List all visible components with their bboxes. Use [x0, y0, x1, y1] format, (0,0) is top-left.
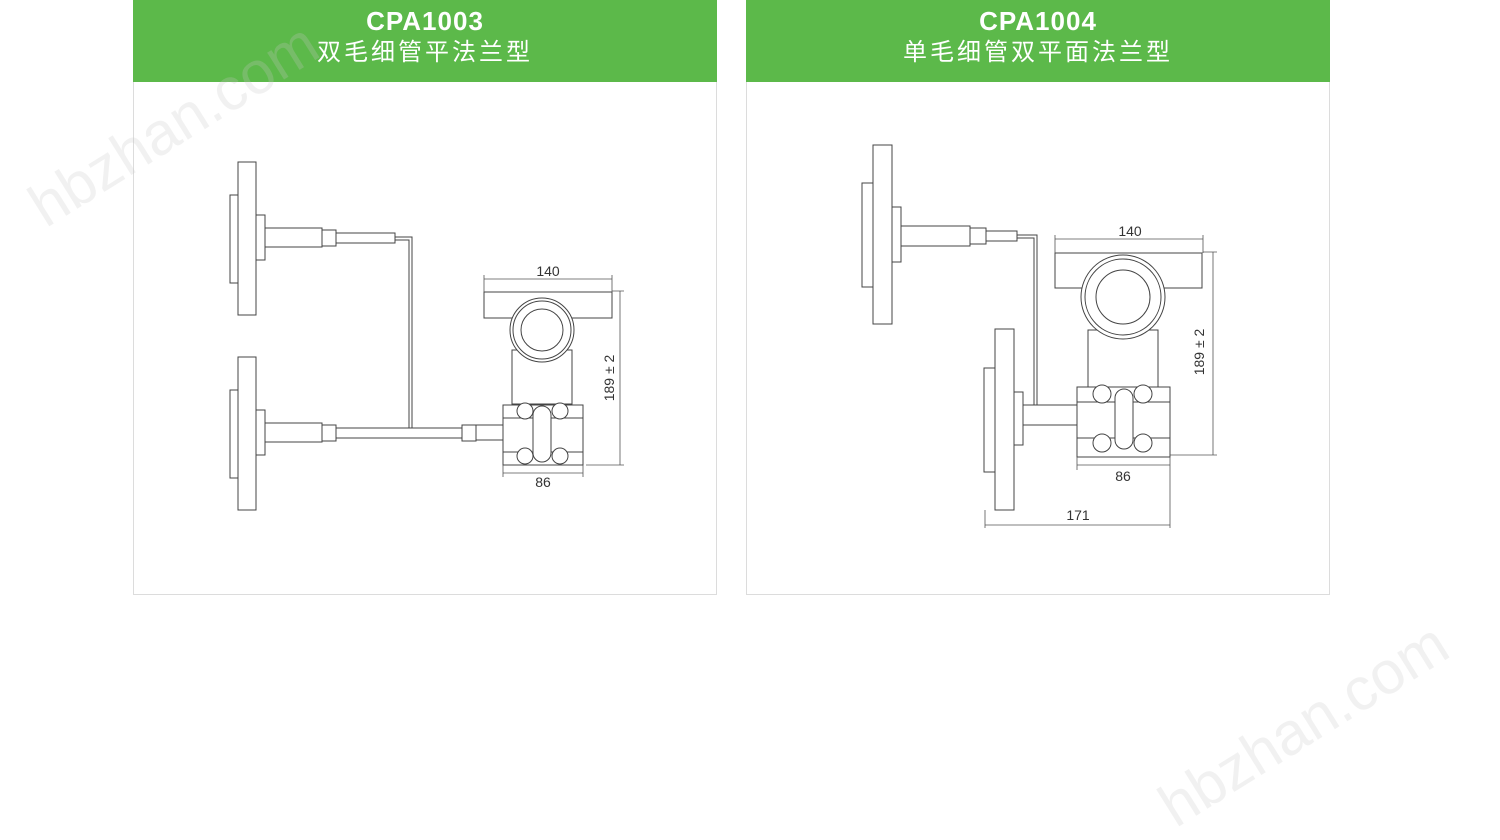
model-title: 单毛细管双平面法兰型 — [903, 38, 1173, 66]
dim-height: 189 ± 2 — [601, 354, 617, 401]
dim-overall: 171 — [1066, 507, 1090, 523]
panel-cpa1004: CPA1004 单毛细管双平面法兰型 — [746, 0, 1330, 595]
capillary-upper — [395, 236, 413, 430]
dimensions — [483, 275, 624, 477]
dim-width: 140 — [1118, 223, 1142, 239]
dim-flange: 86 — [535, 474, 551, 490]
bottom-flange — [229, 356, 504, 511]
transmitter — [483, 291, 613, 466]
drawing-cpa1003: 140 189 ± 2 86 — [229, 161, 624, 511]
bottom-flange — [983, 328, 1078, 511]
model-code: CPA1003 — [366, 6, 484, 36]
dimensions — [984, 235, 1217, 528]
top-flange — [229, 161, 396, 316]
dim-height: 189 ± 2 — [1191, 328, 1207, 375]
panel-header: CPA1004 单毛细管双平面法兰型 — [746, 0, 1330, 82]
capillary — [1017, 234, 1038, 405]
model-title: 双毛细管平法兰型 — [317, 38, 533, 66]
model-code: CPA1004 — [979, 6, 1097, 36]
drawing-cpa1004: 140 189 ± 2 86 171 — [861, 144, 1217, 528]
top-flange — [861, 144, 1018, 325]
dim-width: 140 — [536, 263, 560, 279]
transmitter — [1054, 252, 1203, 458]
panel-header: CPA1003 双毛细管平法兰型 — [133, 0, 717, 82]
dim-flange: 86 — [1115, 468, 1131, 484]
